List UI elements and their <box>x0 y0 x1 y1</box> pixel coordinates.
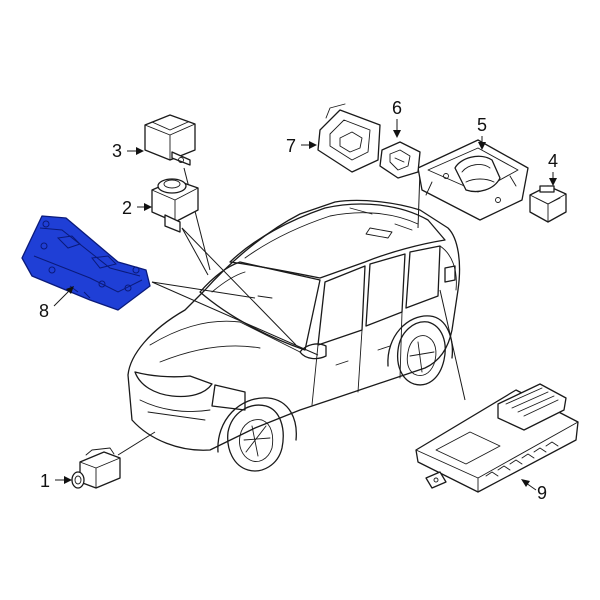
arrowhead-icon <box>549 178 557 186</box>
callout-label-5: 5 <box>477 115 487 135</box>
part-5-bracket[interactable] <box>417 139 529 221</box>
leader-8b <box>151 281 319 356</box>
leader-2b <box>181 227 297 346</box>
callout-7: 7 <box>286 136 317 156</box>
leader-9 <box>439 289 466 401</box>
part-6-mount[interactable] <box>379 141 421 179</box>
callout-label-3: 3 <box>112 141 122 161</box>
callout-9: 9 <box>521 479 547 503</box>
part-4-connector[interactable] <box>529 185 567 223</box>
part-8-control-module-highlighted[interactable] <box>21 215 151 311</box>
callout-label-8: 8 <box>39 301 49 321</box>
part-2-camera[interactable] <box>151 178 199 233</box>
callout-label-9: 9 <box>537 483 547 503</box>
arrowhead-icon <box>66 286 74 294</box>
part-7-frame[interactable] <box>317 103 381 173</box>
callout-label-2: 2 <box>122 198 132 218</box>
callout-label-1: 1 <box>40 471 50 491</box>
callout-3: 3 <box>112 141 144 161</box>
callout-label-7: 7 <box>286 136 296 156</box>
callout-8: 8 <box>39 286 74 321</box>
part-1-rear-camera[interactable] <box>71 447 121 489</box>
arrowhead-icon <box>478 142 486 150</box>
leader-1 <box>117 431 156 456</box>
arrowhead-icon <box>144 203 152 211</box>
arrowhead-icon <box>393 130 401 138</box>
callout-2: 2 <box>122 198 152 218</box>
leader-2a <box>181 227 209 276</box>
callout-5: 5 <box>477 115 487 150</box>
leader-8a <box>151 281 256 299</box>
arrowhead-icon <box>521 479 530 487</box>
callout-label-6: 6 <box>392 98 402 118</box>
part-3-sensor-module[interactable] <box>144 114 196 166</box>
callout-1: 1 <box>40 471 72 491</box>
callout-6: 6 <box>392 98 402 138</box>
callout-4: 4 <box>548 151 558 186</box>
part-9-ecu[interactable] <box>415 383 579 493</box>
callout-label-4: 4 <box>548 151 558 171</box>
vehicle-illustration <box>127 199 461 472</box>
arrowhead-icon <box>136 147 144 155</box>
arrowhead-icon <box>309 141 317 149</box>
arrowhead-icon <box>64 476 72 484</box>
